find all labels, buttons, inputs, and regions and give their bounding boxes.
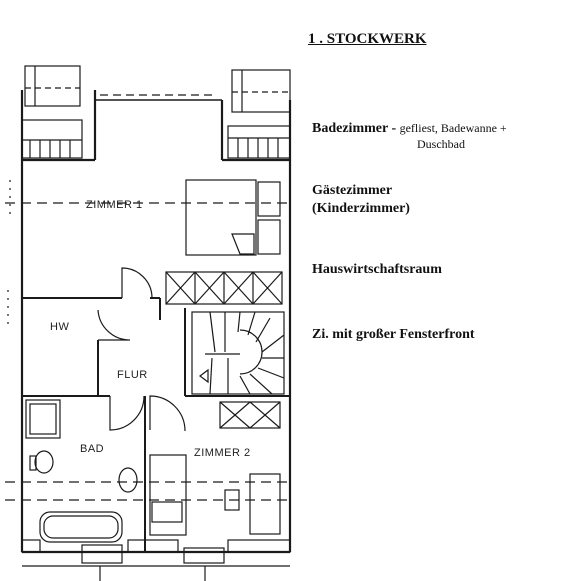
wardrobe-row: [165, 271, 283, 305]
legend-label: Zi. mit großer Fensterfront: [312, 327, 475, 342]
legend-item-gaestezimmer: Gästezimmer (Kinderzimmer): [312, 182, 410, 218]
staircase: [191, 311, 285, 395]
guest-bed: [185, 179, 281, 256]
room-label-bad: BAD: [80, 443, 104, 455]
legend-label: Badezimmer -: [312, 121, 397, 136]
legend-label: Hauswirtschaftsraum: [312, 262, 442, 277]
top-right-dormer: [227, 69, 291, 159]
room-label-zimmer2: ZIMMER 2: [194, 447, 251, 459]
zimmer2-furniture: [149, 401, 281, 536]
bathroom-fixtures: [25, 399, 138, 543]
floor-title: 1 . STOCKWERK: [308, 31, 427, 47]
room-label-hw: HW: [50, 321, 69, 333]
door-swings: [97, 267, 186, 432]
legend-label-line2: (Kinderzimmer): [312, 201, 410, 216]
bottom-windows: [21, 539, 291, 581]
legend-item-hauswirtschaftsraum: Hauswirtschaftsraum: [312, 261, 442, 279]
room-label-zimmer1: ZIMMER 1: [86, 199, 143, 211]
legend-note: gefliest, Badewanne +: [399, 121, 507, 135]
top-left-dormer: [21, 65, 83, 159]
legend-label: Gästezimmer: [312, 183, 393, 198]
interior-walls: [22, 297, 290, 552]
legend-item-fensterfront: Zi. mit großer Fensterfront: [312, 326, 475, 344]
legend-note-line2: Duschbad: [417, 137, 465, 151]
legend-item-badezimmer: Badezimmer - gefliest, Badewanne +: [312, 119, 507, 138]
room-label-flur: FLUR: [117, 369, 148, 381]
floor-plan: ZIMMER 1 HW FLUR BAD ZIMMER 2: [5, 65, 292, 581]
